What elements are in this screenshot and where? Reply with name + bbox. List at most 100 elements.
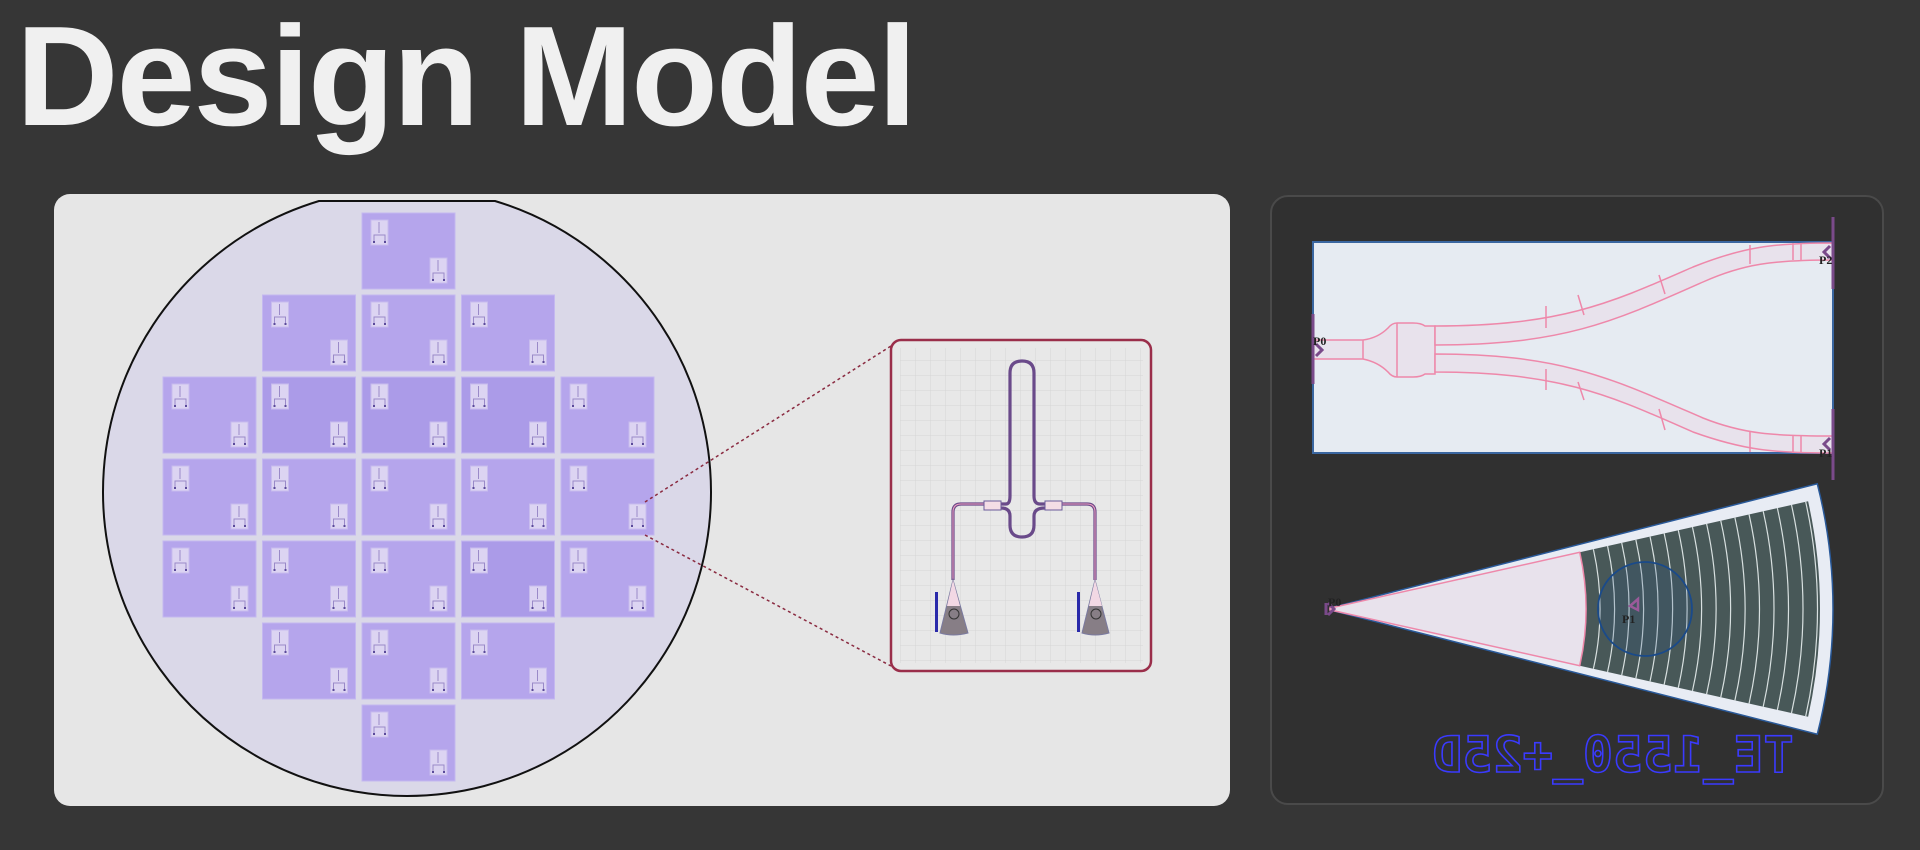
grating-tooth (1606, 545, 1616, 673)
grating-tooth (1677, 530, 1688, 688)
port-markers (1311, 217, 1835, 480)
coupler-left (983, 500, 1002, 511)
wafer (102, 200, 712, 797)
die-circuit (370, 219, 389, 246)
die (162, 376, 257, 454)
grating-left (935, 578, 969, 636)
die-circuit (370, 629, 389, 656)
die (461, 458, 555, 536)
die (361, 622, 456, 700)
die (361, 212, 456, 290)
die-circuit (171, 465, 190, 492)
die-circuit (429, 421, 448, 448)
port-label-p1: P1 (1819, 446, 1832, 460)
gc-port-label-p1: P1 (1622, 612, 1635, 626)
die-circuit (330, 503, 348, 530)
die-circuit (470, 383, 488, 410)
die (461, 622, 555, 700)
die (361, 540, 456, 618)
die (461, 376, 555, 454)
grating-tooth (1663, 533, 1674, 685)
die-circuit (529, 339, 547, 366)
die (560, 376, 655, 454)
die-circuit (529, 503, 547, 530)
die-circuit (429, 339, 448, 366)
die (262, 376, 356, 454)
die (262, 540, 356, 618)
die (361, 294, 456, 372)
die-circuit (470, 301, 488, 328)
die-circuit (330, 421, 348, 448)
die-circuit (529, 667, 547, 694)
die (361, 376, 456, 454)
die-circuit (429, 503, 448, 530)
grating-coupler: P0 P1 TE_1550_+25D (1324, 482, 1834, 785)
grating-tooth (1734, 517, 1746, 701)
die (162, 458, 257, 536)
die-circuit (470, 547, 488, 574)
die (361, 458, 456, 536)
wafer-outline (102, 200, 712, 797)
die-circuit (171, 383, 190, 410)
die-circuit (628, 503, 647, 530)
grating-tooth (1762, 511, 1775, 707)
die (560, 540, 655, 618)
die-circuit (429, 585, 448, 612)
die-grid (162, 212, 655, 782)
die-circuit (628, 585, 647, 612)
grating-tooth (1691, 526, 1703, 692)
zoom-line-top (644, 345, 892, 503)
grating-tooth (1621, 542, 1630, 676)
gc-port-label-p0: P0 (1328, 595, 1341, 609)
die-circuit (370, 711, 389, 738)
die-circuit (429, 667, 448, 694)
die-circuit (569, 465, 588, 492)
die (560, 458, 655, 536)
grating-tooth (1592, 549, 1601, 669)
zoom-line-bottom (644, 534, 892, 667)
die-circuit (271, 629, 289, 656)
die-circuit (230, 421, 249, 448)
grating-tooth (1748, 514, 1761, 704)
grating-tooth (1706, 523, 1717, 695)
die-circuit (569, 383, 588, 410)
die-circuit (370, 465, 389, 492)
grating-tooth (1776, 507, 1790, 711)
die-circuit (271, 301, 289, 328)
die-circuit (370, 383, 389, 410)
die-circuit (429, 749, 448, 776)
die-circuit (470, 465, 488, 492)
die-circuit (330, 339, 348, 366)
die (262, 294, 356, 372)
die-circuit (271, 547, 289, 574)
die (461, 540, 555, 618)
die-circuit (230, 585, 249, 612)
die-zoom-view (889, 338, 1153, 673)
die-circuit (230, 503, 249, 530)
grating-right (1077, 579, 1110, 636)
grating-label-mirrored: TE_1550_+25D (1432, 726, 1793, 784)
grating-tooth (1805, 501, 1819, 717)
die-circuit (271, 465, 289, 492)
die (262, 622, 356, 700)
die-circuit (330, 667, 348, 694)
die (162, 540, 257, 618)
coupler-right (1044, 500, 1063, 511)
grating-tooth (1790, 504, 1804, 714)
fiber-circle (1597, 561, 1693, 657)
die-circuit (271, 383, 289, 410)
die (361, 704, 456, 782)
page-title: Design Model (16, 0, 917, 156)
grating-tooth (1649, 536, 1659, 682)
die-circuit (330, 585, 348, 612)
die-circuit (470, 629, 488, 656)
die (262, 458, 356, 536)
die (461, 294, 555, 372)
y-splitter: P0 P1 P2 (1311, 217, 1835, 480)
die-circuit (628, 421, 647, 448)
port-label-p0: P0 (1313, 334, 1326, 348)
grating-tooth (1720, 520, 1732, 698)
die-circuit (569, 547, 588, 574)
die-circuit (529, 585, 547, 612)
